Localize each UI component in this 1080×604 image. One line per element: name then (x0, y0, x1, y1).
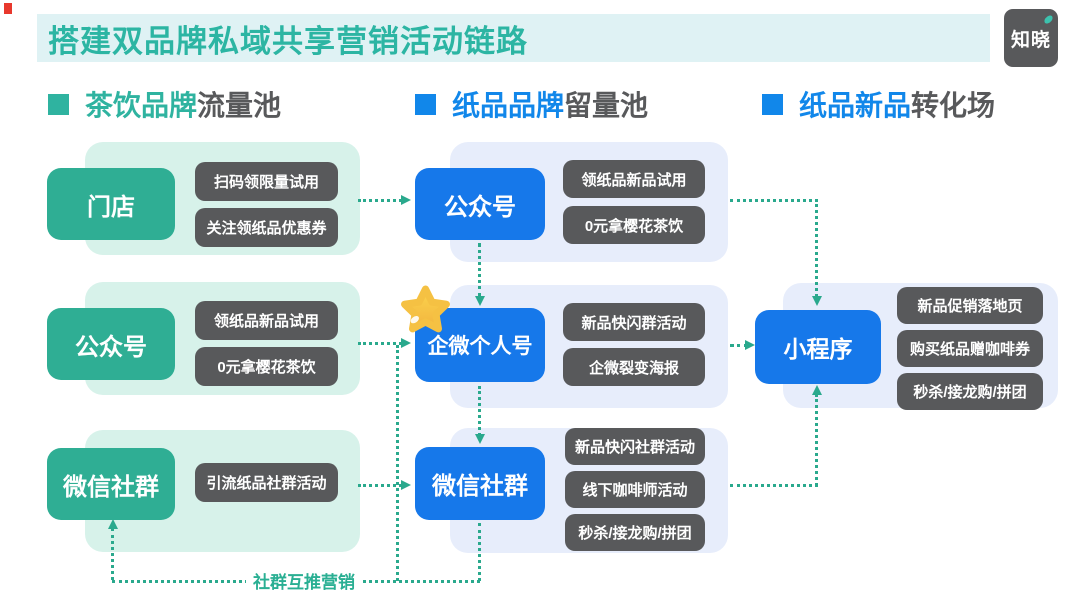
dashed-connector (358, 342, 402, 345)
dashed-connector (358, 580, 480, 583)
arrow-right-icon (401, 480, 411, 490)
activity-tag: 新品快闪群活动 (563, 303, 705, 341)
dashed-connector (815, 394, 818, 486)
activity-tag: 线下咖啡师活动 (565, 471, 705, 508)
arrow-down-icon (475, 296, 485, 306)
activity-tag: 企微裂变海报 (563, 348, 705, 386)
node-paper-official-account: 公众号 (415, 168, 545, 240)
activity-tag: 引流纸品社群活动 (195, 463, 338, 502)
activity-tag: 扫码领限量试用 (195, 162, 338, 201)
page-title: 搭建双品牌私域共享营销活动链路 (48, 23, 528, 59)
logo-text: 知晓 (1010, 29, 1051, 51)
arrow-right-icon (401, 338, 411, 348)
section-header-paper-conversion: 纸品新品转化场 (762, 88, 995, 121)
activity-tag: 关注领纸品优惠券 (195, 208, 338, 247)
dashed-connector (478, 523, 481, 581)
square-bullet-icon (762, 93, 783, 115)
node-tea-wechat-group: 微信社群 (47, 448, 175, 520)
dashed-connector (358, 484, 402, 487)
header-highlight: 纸品新品 (799, 90, 912, 121)
activity-tag: 新品促销落地页 (897, 287, 1043, 324)
title-banner: 搭建双品牌私域共享营销活动链路 (37, 14, 990, 62)
node-store: 门店 (47, 168, 175, 240)
dashed-connector (478, 386, 481, 436)
arrow-up-icon (812, 385, 822, 395)
node-tea-official-account: 公众号 (47, 308, 175, 380)
arrow-down-icon (812, 296, 822, 306)
arrow-down-icon (475, 434, 485, 444)
activity-tag: 新品快闪社群活动 (565, 428, 705, 465)
activity-tag: 购买纸品赠咖啡券 (897, 330, 1043, 367)
dashed-connector (815, 199, 818, 297)
dashed-connector (111, 528, 114, 580)
dashed-connector (730, 344, 748, 347)
header-rest: 转化场 (911, 90, 996, 121)
activity-tag: 0元拿樱花茶饮 (563, 206, 705, 244)
activity-tag: 秒杀/接龙购/拼团 (565, 514, 705, 551)
node-mini-program: 小程序 (755, 310, 881, 384)
square-bullet-icon (48, 93, 69, 115)
dashed-connector (730, 199, 818, 202)
activity-tag: 0元拿樱花茶饮 (195, 347, 338, 386)
activity-tag: 秒杀/接龙购/拼团 (897, 373, 1043, 410)
section-header-paper-retention-pool: 纸品品牌留量池 (415, 88, 648, 121)
section-header-text: 纸品品牌留量池 (452, 84, 648, 124)
header-rest: 留量池 (564, 90, 649, 121)
logo-leaf-icon (1043, 14, 1054, 25)
arrow-right-icon (745, 340, 755, 350)
section-header-text: 纸品新品转化场 (799, 84, 995, 124)
red-accent-mark (4, 3, 12, 14)
section-header-tea-traffic-pool: 茶饮品牌流量池 (48, 88, 281, 121)
square-bullet-icon (415, 93, 436, 115)
header-rest: 流量池 (197, 90, 282, 121)
dashed-connector (112, 580, 248, 583)
node-paper-wechat-group: 微信社群 (415, 447, 545, 520)
brand-logo: 知晓 (1004, 9, 1058, 67)
section-header-text: 茶饮品牌流量池 (85, 84, 281, 124)
header-highlight: 茶饮品牌 (85, 90, 198, 121)
dashed-connector (478, 243, 481, 297)
dashed-connector (396, 345, 399, 581)
arrow-up-icon (108, 519, 118, 529)
activity-tag: 领纸品新品试用 (563, 160, 705, 198)
arrow-right-icon (401, 195, 411, 205)
dashed-connector (358, 199, 402, 202)
header-highlight: 纸品品牌 (452, 90, 565, 121)
star-icon (401, 285, 450, 333)
loop-label: 社群互推营销 (246, 568, 362, 593)
dashed-connector (730, 484, 818, 487)
activity-tag: 领纸品新品试用 (195, 301, 338, 340)
